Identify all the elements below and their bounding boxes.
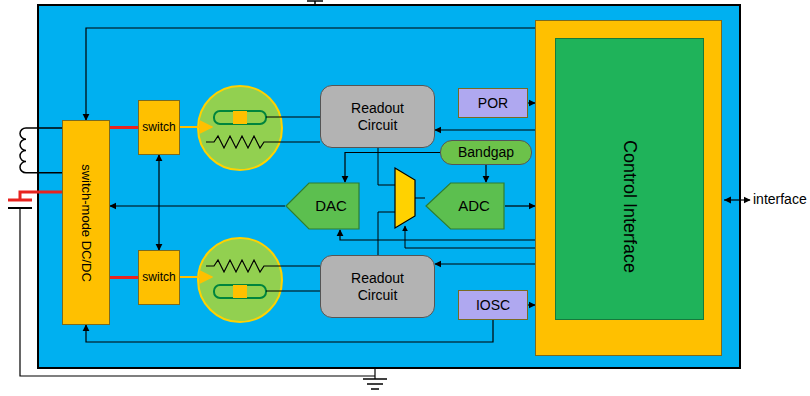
signal-wire: [415, 198, 425, 199]
sensor-element: [214, 111, 266, 124]
signal-connector: [345, 153, 440, 183]
signal-connector: [528, 102, 535, 103]
supply-pin: [307, 0, 323, 2]
signal-connector: [110, 205, 285, 206]
signal-connector: [435, 263, 535, 264]
sensor-element: [214, 285, 266, 298]
signal-connector: [340, 230, 535, 240]
port-label: interface: [753, 191, 807, 207]
interface-arrow: [724, 197, 731, 204]
ground-wire: [374, 368, 375, 379]
node-label: Bandgap: [458, 144, 514, 160]
signal-connector: [528, 304, 535, 305]
readout-box: Readout Circuit: [320, 255, 435, 318]
multiplexer: [395, 168, 415, 228]
node-label: DAC: [315, 197, 347, 214]
power-wire: [110, 276, 138, 279]
switch-box: switch: [138, 250, 180, 305]
node-label: IOSC: [476, 297, 510, 313]
signal-connector: [505, 205, 535, 206]
node-label: Readout Circuit: [342, 270, 414, 302]
sensor-element: [233, 285, 247, 298]
node-label: POR: [478, 95, 508, 111]
chip-body: [38, 5, 740, 368]
node-label: ADC: [458, 197, 490, 214]
power-wire: [110, 126, 138, 129]
converter-box: switch-mode DC/DC: [62, 120, 110, 325]
signal-wire: [378, 212, 395, 255]
signal-connector: [86, 320, 493, 342]
node-label: Readout Circuit: [342, 100, 414, 132]
node-label: switch: [142, 271, 175, 285]
resistor-symbol: [206, 136, 274, 148]
ground-symbol: [363, 378, 387, 380]
signal-connector: [435, 129, 535, 130]
iosc-box: IOSC: [458, 290, 528, 320]
sensor-wire: [274, 142, 320, 143]
signal-wire: [378, 148, 395, 185]
ground-symbol: [371, 388, 379, 390]
inductor-symbol: [20, 128, 62, 173]
capacitor-plate: [8, 199, 32, 202]
control-box: Control Interface: [535, 20, 722, 356]
sensor-circle: [198, 238, 282, 322]
node-label: switch: [142, 121, 175, 135]
signal-connector: [485, 165, 486, 182]
drive-arrow: [180, 276, 212, 278]
switch-box: switch: [138, 100, 180, 155]
por-box: POR: [458, 88, 528, 118]
node-label: Control Interface: [620, 140, 641, 230]
readout-box: Readout Circuit: [320, 85, 435, 148]
sensor-wire: [266, 117, 320, 118]
drive-arrow: [180, 126, 212, 128]
signal-connector: [158, 155, 159, 250]
sensor-wire: [266, 291, 320, 292]
sensor-element: [233, 111, 247, 124]
resistor-symbol: [206, 260, 274, 272]
bandgap-box: Bandgap: [440, 140, 532, 165]
ground-symbol: [367, 383, 383, 385]
adc-pentagon: ADC: [425, 182, 505, 230]
sensor-wire: [274, 266, 320, 267]
dac-pentagon: DAC: [285, 182, 360, 230]
node-label: switch-mode DC/DC: [79, 164, 94, 282]
